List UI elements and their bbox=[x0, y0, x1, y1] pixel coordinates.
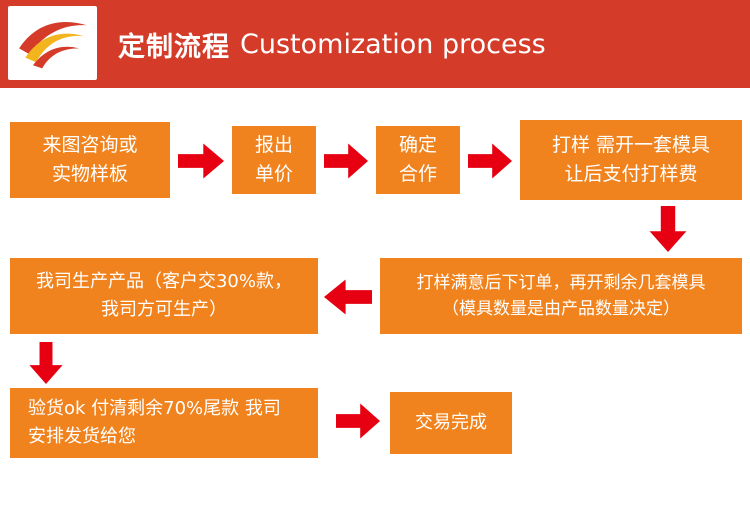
step-line: 我司生产产品（客户交30%款， bbox=[35, 271, 292, 293]
arrow-down-icon bbox=[649, 206, 687, 252]
arrow-right-icon bbox=[178, 143, 224, 179]
arrow-down-icon bbox=[29, 342, 63, 384]
step-production: 我司生产产品（客户交30%款， 我司方可生产） bbox=[10, 258, 318, 334]
title-english: Customization process bbox=[240, 28, 546, 60]
step-order: 打样满意后下订单，再开剩余几套模具 （模具数量是由产品数量决定） bbox=[380, 258, 742, 334]
step-shipping: 验货ok 付清剩余70%尾款 我司 安排发货给您 bbox=[10, 388, 318, 458]
arrow-right-icon bbox=[468, 143, 512, 179]
title-chinese: 定制流程 bbox=[118, 31, 230, 63]
step-line: 合作 bbox=[398, 163, 437, 185]
arrow-left-icon bbox=[324, 279, 372, 315]
step-line: 打样满意后下订单，再开剩余几套模具 bbox=[416, 272, 706, 293]
brand-swoosh-icon bbox=[18, 21, 87, 69]
step-line: 实物样板 bbox=[51, 163, 128, 185]
step-line: 确定 bbox=[398, 133, 437, 156]
step-inquiry: 来图咨询或 实物样板 bbox=[10, 122, 170, 198]
arrow-right-icon bbox=[324, 143, 368, 179]
step-line: 验货ok 付清剩余70%尾款 我司 bbox=[28, 398, 281, 420]
arrow-right-icon bbox=[336, 403, 380, 439]
step-line: 交易完成 bbox=[415, 412, 487, 434]
step-line: 打样 需开一套模具 bbox=[551, 133, 711, 156]
brand-logo bbox=[8, 6, 97, 80]
step-confirm: 确定 合作 bbox=[376, 126, 460, 194]
page-title: 定制流程 Customization process bbox=[118, 0, 546, 88]
step-complete: 交易完成 bbox=[390, 392, 512, 454]
step-line: 让后支付打样费 bbox=[564, 163, 698, 185]
step-line: 我司方可生产） bbox=[101, 299, 227, 320]
step-line: 安排发货给您 bbox=[28, 426, 136, 447]
step-quote: 报出 单价 bbox=[232, 126, 316, 194]
step-line: 报出 bbox=[254, 133, 293, 156]
header-banner: 定制流程 Customization process bbox=[0, 0, 750, 88]
step-sampling: 打样 需开一套模具 让后支付打样费 bbox=[520, 120, 742, 200]
step-line: 来图咨询或 bbox=[42, 133, 138, 156]
step-line: （模具数量是由产品数量决定） bbox=[442, 299, 680, 319]
step-line: 单价 bbox=[254, 163, 293, 185]
